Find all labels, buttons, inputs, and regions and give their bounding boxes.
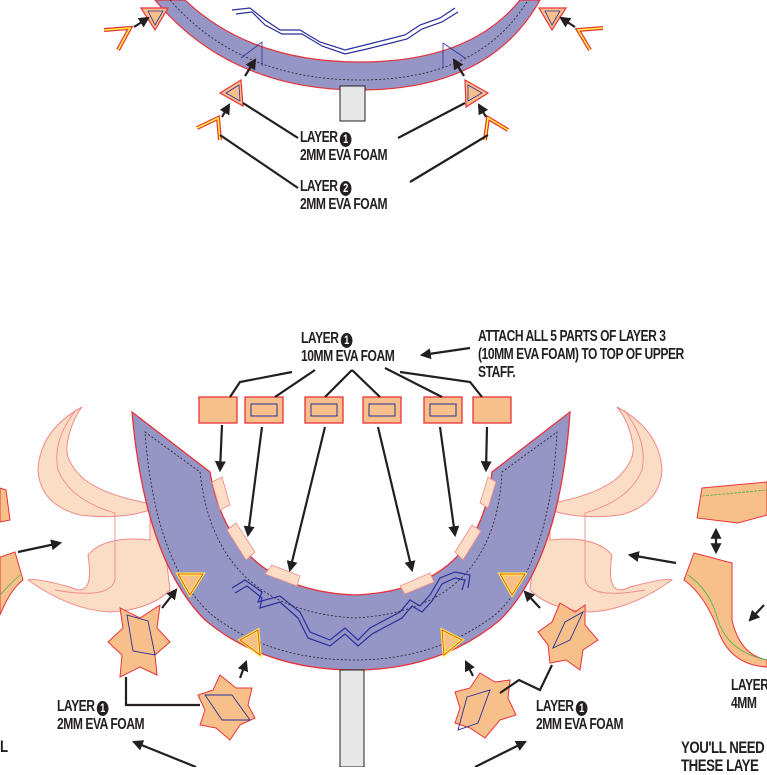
horn-right (529, 406, 673, 613)
hexagon-piece-2 (197, 674, 256, 741)
hexagon-piece-4 (537, 602, 599, 671)
instruction-line: ATTACH ALL 5 PARTS OF LAYER 3 (478, 328, 666, 345)
horn-left (27, 406, 171, 613)
label-prefix: LAYER (300, 129, 338, 146)
far-left-pieces (0, 487, 24, 616)
block-5 (423, 396, 463, 424)
instruction-line: (10MM EVA FOAM) TO TOP OF UPPER (478, 346, 684, 363)
label-material: 2MM EVA FOAM (300, 196, 388, 213)
bottom-staff-shaft (339, 669, 365, 767)
top-staff-shaft (339, 85, 366, 122)
hexagon-piece-1 (107, 603, 171, 678)
instruction-line: STAFF. (478, 364, 516, 381)
hexagon-pieces (107, 602, 599, 741)
bottom-staff-head (131, 410, 571, 671)
top-layer-pieces (103, 7, 604, 141)
top-arrows (133, 16, 576, 189)
instruction-text: ATTACH ALL 5 PARTS OF LAYER 3 (10MM EVA … (478, 328, 684, 382)
inner-cut-rect (368, 403, 396, 417)
far-right-pieces (683, 481, 767, 668)
label-material: 2MM EVA FOAM (300, 147, 388, 164)
inner-cut-rect (310, 403, 338, 417)
numbered-circle-icon: 1 (96, 701, 109, 716)
hexagon-piece-3 (454, 672, 517, 739)
far-left-fragment: L (0, 737, 8, 756)
label-prefix: LAYER (300, 178, 338, 195)
label-prefix: LAYER (536, 698, 574, 715)
bottom-arrows (17, 346, 765, 767)
label-material: 2MM EVA FOAM (57, 716, 145, 733)
block-2 (244, 396, 284, 424)
label-prefix: LAYER (301, 330, 339, 347)
far-right-layer-label: LAYER 4MM (731, 677, 767, 713)
label-material: 10MM EVA FOAM (301, 348, 395, 365)
numbered-circle-icon: 2 (339, 181, 352, 196)
label-prefix: LAYER (57, 698, 95, 715)
numbered-circle-icon: 1 (339, 132, 352, 147)
top-staff-head (154, 0, 541, 91)
label-material: 2MM EVA FOAM (536, 716, 624, 733)
numbered-circle-icon: 1 (340, 333, 353, 348)
note-line: YOU'LL NEED (681, 738, 765, 757)
block-1 (198, 396, 238, 424)
block-4 (362, 396, 402, 424)
block-3 (304, 396, 344, 424)
block-6 (472, 396, 512, 424)
note-line: THESE LAYE (681, 756, 759, 775)
far-right-note: YOU'LL NEED THESE LAYE (681, 738, 765, 775)
layer-3-blocks (198, 396, 512, 424)
inner-cut-rect (250, 403, 278, 417)
label-material: 4MM (731, 695, 757, 712)
inner-cut-rect (429, 403, 457, 417)
numbered-circle-icon: 1 (575, 701, 588, 716)
label-prefix: LAYER (731, 677, 767, 694)
